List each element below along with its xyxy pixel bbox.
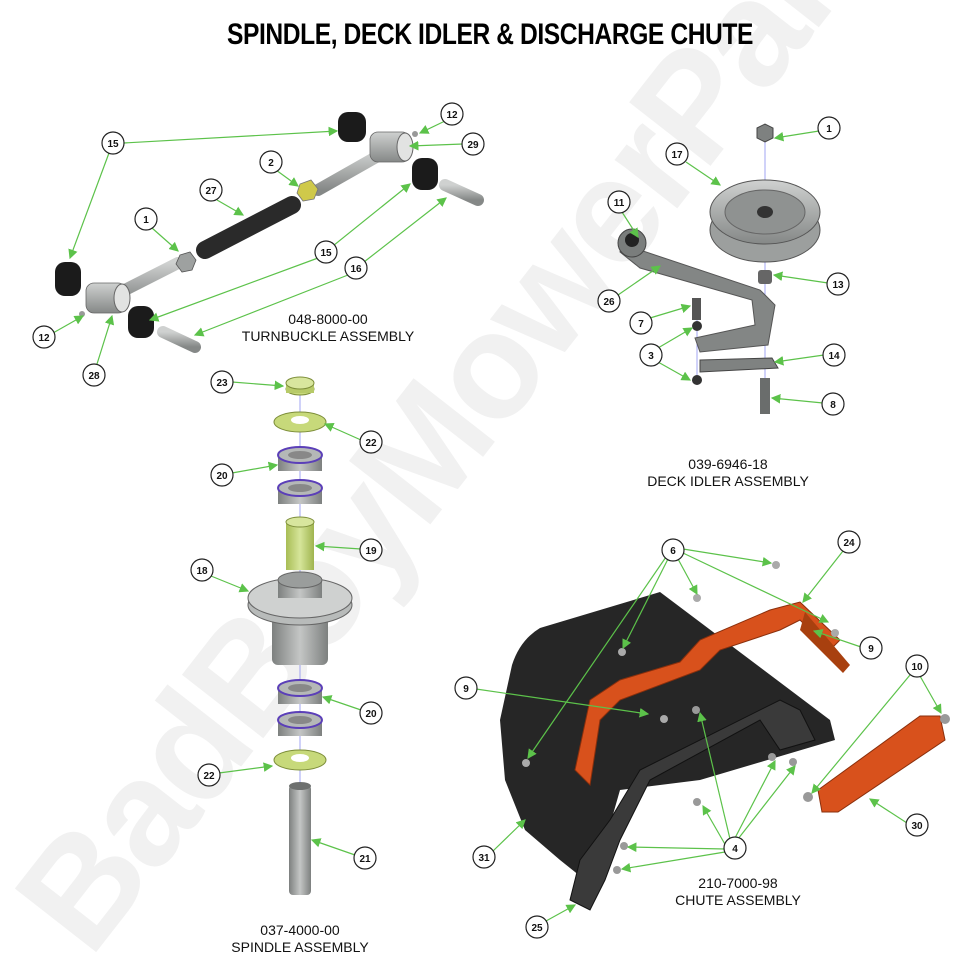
svg-text:24: 24 <box>843 538 855 549</box>
svg-text:22: 22 <box>365 438 377 449</box>
svg-text:11: 11 <box>614 198 625 209</box>
callout-15: 15 <box>314 240 338 264</box>
svg-text:1: 1 <box>143 215 149 226</box>
svg-text:15: 15 <box>107 139 119 150</box>
callout-10: 10 <box>905 654 929 678</box>
leader-lines <box>52 120 942 922</box>
svg-text:29: 29 <box>467 140 479 151</box>
svg-text:18: 18 <box>196 566 208 577</box>
chute-assembly-drawing <box>500 561 950 911</box>
svg-text:27: 27 <box>205 186 217 197</box>
callout-7: 7 <box>629 311 653 335</box>
svg-text:31: 31 <box>478 853 490 864</box>
svg-text:23: 23 <box>216 378 228 389</box>
svg-text:22: 22 <box>203 771 215 782</box>
svg-text:26: 26 <box>603 297 615 308</box>
svg-text:16: 16 <box>350 264 362 275</box>
chute-name: CHUTE ASSEMBLY <box>675 892 801 908</box>
svg-text:15: 15 <box>320 248 332 259</box>
callout-2: 2 <box>259 150 283 174</box>
callout-28: 28 <box>82 363 106 387</box>
svg-text:30: 30 <box>911 821 923 832</box>
callout-18: 18 <box>190 558 214 582</box>
svg-text:25: 25 <box>531 923 543 934</box>
callout-8: 8 <box>821 392 845 416</box>
svg-text:12: 12 <box>446 110 458 121</box>
callout-13: 13 <box>826 272 850 296</box>
turnbuckle-caption: 048-8000-00 TURNBUCKLE ASSEMBLY <box>228 311 428 345</box>
deck-idler-name: DECK IDLER ASSEMBLY <box>647 473 809 489</box>
callout-26: 26 <box>597 289 621 313</box>
callout-29: 29 <box>461 132 485 156</box>
page-title: SPINDLE, DECK IDLER & DISCHARGE CHUTE <box>226 18 754 51</box>
deck-idler-caption: 039-6946-18 DECK IDLER ASSEMBLY <box>628 456 828 490</box>
turnbuckle-assembly-drawing <box>55 112 484 353</box>
svg-text:28: 28 <box>88 371 100 382</box>
svg-text:12: 12 <box>38 333 50 344</box>
callout-25: 25 <box>525 915 549 939</box>
svg-text:21: 21 <box>359 854 371 865</box>
svg-text:1: 1 <box>826 124 832 135</box>
callout-19: 19 <box>359 538 383 562</box>
callout-1: 1 <box>134 207 158 231</box>
callout-17: 17 <box>665 142 689 166</box>
spindle-name: SPINDLE ASSEMBLY <box>231 939 369 955</box>
svg-text:2: 2 <box>268 158 274 169</box>
callout-31: 31 <box>472 845 496 869</box>
callout-27: 27 <box>199 178 223 202</box>
callout-24: 24 <box>837 530 861 554</box>
spindle-caption: 037-4000-00 SPINDLE ASSEMBLY <box>200 922 400 956</box>
callout-1: 1 <box>817 116 841 140</box>
chute-caption: 210-7000-98 CHUTE ASSEMBLY <box>638 875 838 909</box>
deck-idler-assembly-drawing <box>617 123 821 414</box>
svg-text:20: 20 <box>216 471 228 482</box>
svg-text:9: 9 <box>868 644 874 655</box>
callouts: 15 12 29 2 27 1 15 16 12 28 1 17 11 13 2… <box>32 102 929 939</box>
callout-20: 20 <box>210 463 234 487</box>
svg-text:10: 10 <box>911 662 923 673</box>
svg-text:20: 20 <box>365 709 377 720</box>
callout-16: 16 <box>344 256 368 280</box>
svg-text:8: 8 <box>830 400 836 411</box>
svg-text:6: 6 <box>670 546 676 557</box>
deck-idler-part-number: 039-6946-18 <box>688 456 768 472</box>
callout-6: 6 <box>661 538 685 562</box>
callout-14: 14 <box>822 343 846 367</box>
callout-21: 21 <box>353 846 377 870</box>
turnbuckle-name: TURNBUCKLE ASSEMBLY <box>241 328 415 344</box>
callout-3: 3 <box>639 343 663 367</box>
spindle-assembly-drawing <box>247 376 353 895</box>
callout-9: 9 <box>859 636 883 660</box>
svg-text:3: 3 <box>648 351 654 362</box>
callout-23: 23 <box>210 370 234 394</box>
callout-22: 22 <box>359 430 383 454</box>
spindle-part-number: 037-4000-00 <box>260 922 340 938</box>
chute-part-number: 210-7000-98 <box>698 875 778 891</box>
callout-22: 22 <box>197 763 221 787</box>
callout-20: 20 <box>359 701 383 725</box>
callout-11: 11 <box>607 190 631 214</box>
callout-12: 12 <box>32 325 56 349</box>
callout-4: 4 <box>723 836 747 860</box>
svg-text:7: 7 <box>638 319 644 330</box>
svg-text:14: 14 <box>828 351 840 362</box>
turnbuckle-part-number: 048-8000-00 <box>288 311 368 327</box>
svg-text:13: 13 <box>832 280 844 291</box>
callout-12: 12 <box>440 102 464 126</box>
callout-9: 9 <box>454 676 478 700</box>
svg-text:17: 17 <box>671 150 683 161</box>
svg-text:19: 19 <box>365 546 377 557</box>
svg-text:4: 4 <box>732 844 738 855</box>
callout-15: 15 <box>101 131 125 155</box>
callout-30: 30 <box>905 813 929 837</box>
svg-text:9: 9 <box>463 684 469 695</box>
